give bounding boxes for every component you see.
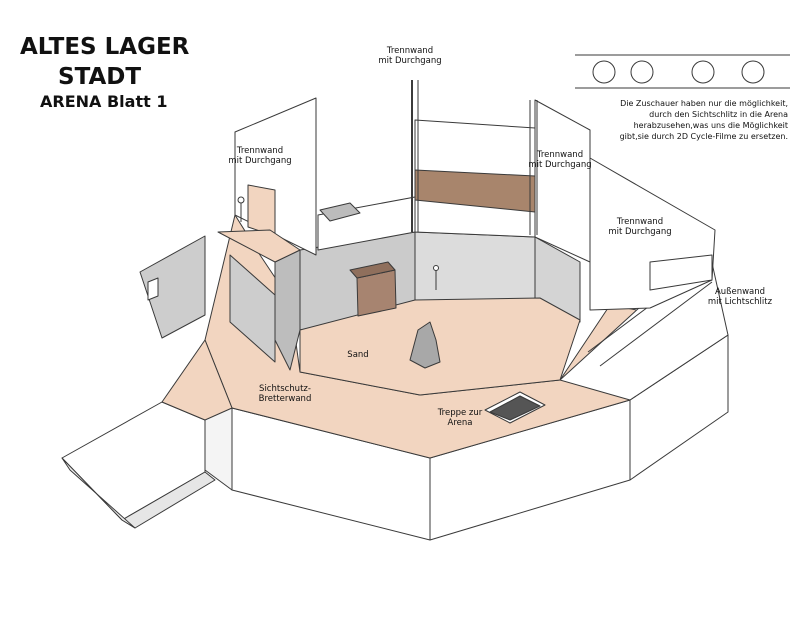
figure-upper	[237, 196, 245, 204]
face-1	[592, 60, 616, 84]
face-3	[691, 60, 715, 84]
partition-left-2	[229, 254, 276, 363]
boulder	[409, 321, 441, 369]
label-sichtschutz: Sichtschutz-Bretterwand	[258, 384, 312, 404]
figure-arena	[433, 265, 439, 271]
title-line-3: ARENA Blatt 1	[40, 92, 168, 111]
doorway-left	[247, 184, 276, 237]
ring-floor	[204, 214, 729, 459]
spectator-note: Die Zuschauer haben nur die möglichkeit,…	[619, 99, 788, 141]
label-sand: Sand	[347, 350, 369, 360]
face-2	[630, 60, 654, 84]
trapdoor	[319, 202, 361, 222]
left-ramp	[61, 401, 206, 521]
title-line-1: ALTES LAGER	[20, 34, 190, 60]
left-walkway	[161, 339, 233, 421]
title-line-2: STADT	[58, 64, 142, 90]
partition-left-1	[139, 235, 206, 339]
arena-sand	[299, 297, 581, 396]
face-4	[741, 60, 765, 84]
upper-walkway-left	[217, 229, 301, 263]
arena-wall-back-right	[534, 236, 581, 323]
